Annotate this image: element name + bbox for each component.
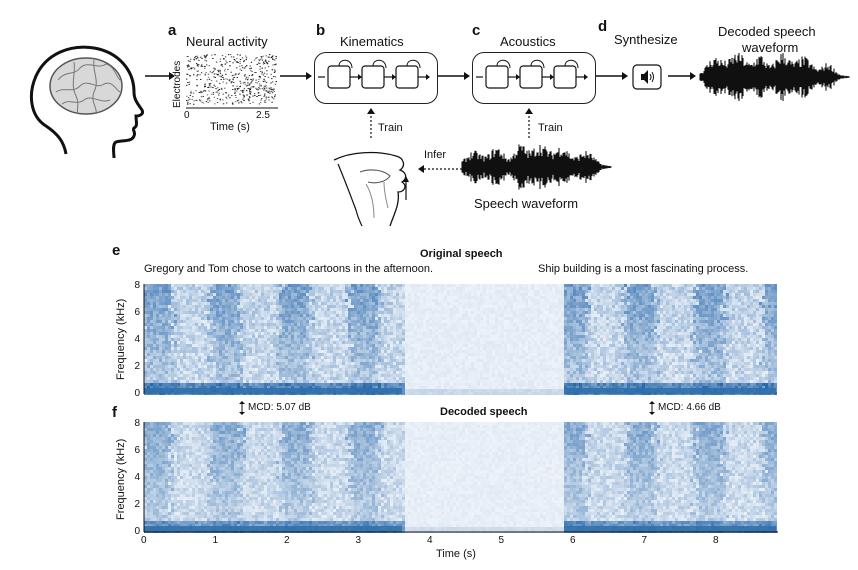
f-ytick-8: 8	[134, 418, 140, 429]
f-ytick-0: 0	[134, 526, 140, 537]
e-ytick-0: 0	[134, 388, 140, 399]
e-ytick-4: 4	[134, 334, 140, 345]
neural-raster	[186, 54, 277, 105]
neural-axes	[186, 107, 278, 109]
neural-xtick-0: 0	[184, 110, 190, 121]
infer-arrow	[418, 165, 462, 173]
f-ytick-4: 4	[134, 472, 140, 483]
speaker-icon	[632, 64, 662, 90]
decoded-waveform	[699, 53, 850, 101]
e-axis	[143, 284, 145, 394]
f-xlabel: Time (s)	[436, 548, 476, 560]
arrow-acoustics-to-synth	[596, 72, 628, 80]
train-label-b: Train	[378, 122, 403, 134]
neural-activity-title: Neural activity	[186, 34, 268, 49]
kinematics-rnn-icon	[318, 59, 430, 89]
f-axis	[143, 422, 778, 533]
acoustics-title: Acoustics	[500, 34, 556, 49]
f-ytick-2: 2	[134, 499, 140, 510]
f-xtick-8: 8	[713, 535, 719, 546]
original-speech-title: Original speech	[420, 248, 503, 260]
panel-e-letter: e	[112, 242, 121, 259]
panel-d-letter: d	[598, 18, 608, 35]
mcd-arrow-1	[239, 401, 245, 415]
f-xtick-5: 5	[498, 535, 505, 546]
decoded-waveform-title-1: Decoded speech	[718, 24, 816, 39]
decoded-speech-title: Decoded speech	[440, 406, 528, 418]
speech-waveform	[461, 144, 612, 190]
acoustics-box	[472, 52, 596, 104]
f-xtick-1: 1	[212, 535, 219, 546]
f-xtick-0: 0	[141, 535, 147, 546]
e-ytick-6: 6	[134, 307, 140, 318]
train-label-c: Train	[538, 122, 563, 134]
panel-c-letter: c	[472, 22, 481, 39]
f-xtick-6: 6	[570, 535, 576, 546]
speech-waveform-label: Speech waveform	[474, 196, 579, 211]
f-xtick-7: 7	[641, 535, 648, 546]
brain-icon	[49, 57, 123, 115]
sentence-2: Ship building is a most fascinating proc…	[538, 263, 749, 275]
sentence-1: Gregory and Tom chose to watch cartoons …	[144, 263, 434, 275]
neural-xlabel: Time (s)	[210, 121, 250, 133]
mcd-label-1: MCD: 5.07 dB	[248, 402, 311, 413]
acoustics-rnn-icon	[476, 59, 588, 89]
mcd-arrow-2	[649, 401, 655, 415]
synthesize-title: Synthesize	[614, 32, 678, 47]
original-spectrogram	[144, 284, 777, 395]
train-arrow-b	[367, 108, 375, 138]
f-xtick-3: 3	[355, 535, 362, 546]
kinematics-title: Kinematics	[340, 34, 404, 49]
infer-label: Infer	[424, 149, 447, 161]
mcd-label-2: MCD: 4.66 dB	[658, 402, 721, 413]
e-ytick-2: 2	[134, 361, 140, 372]
f-xtick-4: 4	[427, 535, 433, 546]
neural-xtick-25: 2.5	[256, 110, 270, 121]
vocal-tract-illustration	[333, 151, 409, 227]
decoded-waveform-title-2: waveform	[742, 40, 799, 55]
e-ytick-8: 8	[134, 280, 140, 291]
head-illustration	[29, 45, 144, 159]
kinematics-box	[314, 52, 438, 104]
electrodes-label: Electrodes	[172, 60, 183, 108]
decoded-spectrogram	[144, 422, 777, 533]
f-xtick-2: 2	[284, 535, 290, 546]
panel-f-letter: f	[112, 404, 117, 421]
train-arrow-c	[525, 108, 533, 138]
f-ytick-6: 6	[134, 445, 140, 456]
panel-a-letter: a	[168, 22, 177, 39]
arrow-synth-to-decoded	[668, 72, 696, 80]
arrow-head-to-neural	[145, 72, 175, 80]
arrow-kinematics-to-acoustics	[438, 72, 470, 80]
panel-b-letter: b	[316, 22, 326, 39]
arrow-neural-to-kinematics	[280, 72, 312, 80]
